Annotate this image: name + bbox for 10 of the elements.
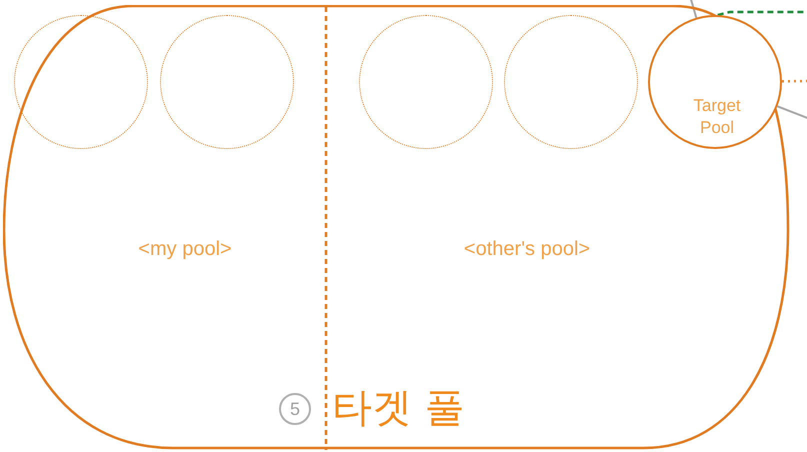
connector-line bbox=[777, 105, 807, 120]
connector-line bbox=[689, 0, 698, 18]
pool-label: <other's pool> bbox=[464, 238, 590, 261]
callout-number: 5 bbox=[279, 393, 311, 425]
dotted-circle bbox=[504, 15, 638, 149]
circle-label: Target Pool bbox=[692, 95, 742, 139]
dotted-circle bbox=[160, 15, 294, 149]
connector-line bbox=[782, 80, 807, 83]
pool-label: <my pool> bbox=[138, 238, 232, 261]
dotted-circle bbox=[359, 15, 493, 149]
